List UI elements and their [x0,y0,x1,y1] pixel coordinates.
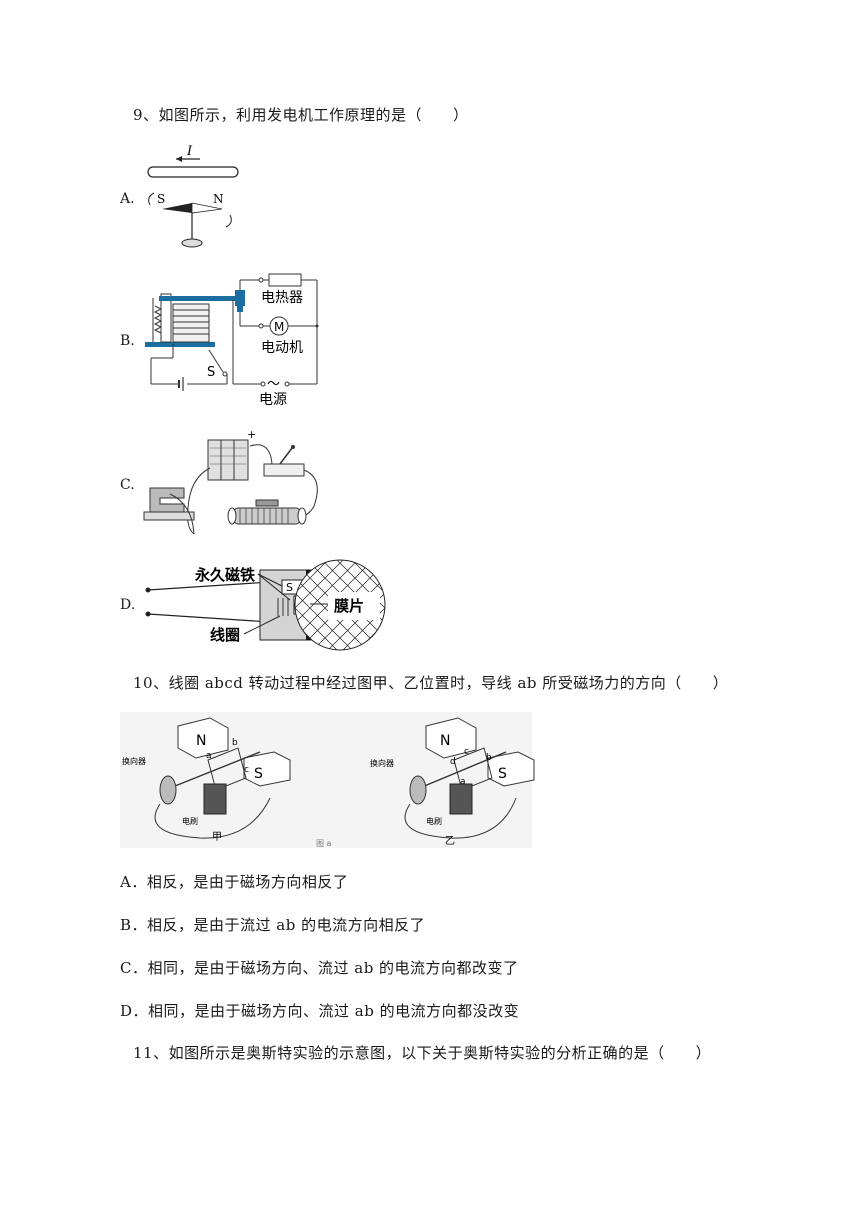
jia-brush-icon [203,783,227,815]
q10-answer-d: D．相同，是由于磁场方向、流过 ab 的电流方向都没改变 [120,1002,520,1020]
rheostat-icon [233,507,301,525]
diaphragm-label: 膜片 [334,597,364,615]
power-source-label: 电源 [259,392,287,408]
yi-caption: 乙 [445,835,455,847]
armature-icon [159,296,239,301]
yi-south-pole-label: S [498,766,507,782]
wire-icon [147,166,239,178]
q10-answer-c: C．相同，是由于磁场方向、流过 ab 的电流方向都改变了 [120,959,519,977]
rotation-arrow-icon [148,192,155,206]
figure-corner-label: 图 a [316,839,332,848]
coil-label: 线圈 [210,626,240,644]
spring-icon [153,305,163,334]
heater-icon [268,273,302,287]
svg-text:d: d [450,757,456,767]
q10-answer-a: A．相反，是由于磁场方向相反了 [120,873,349,891]
battery-pack-icon [207,439,249,481]
jia-north-pole-label: N [196,733,206,749]
motor-label: 电动机 [261,340,303,356]
motor-yi-diagram: N S c d b a 换向器 电刷 乙 [370,717,535,847]
jia-commutator-icon [159,775,177,805]
south-pole-label: S [157,192,165,206]
question-9-text: 9、如图所示，利用发电机工作原理的是（ ） [133,106,469,124]
knife-switch-icon [263,463,305,477]
magnet-s-label: S [286,581,293,594]
jia-south-pole-label: S [254,766,263,782]
coil-icon [277,598,289,616]
yi-north-pole-label: N [440,733,450,749]
u-magnet-icon [149,487,185,515]
svg-text:c: c [464,747,469,757]
jia-brush-label: 电刷 [182,816,198,826]
q9-figure-a: I S N [147,144,239,248]
q10-figure: N S b a c d 换向器 电刷 甲 N S c d b [120,712,535,848]
svg-text:a: a [460,777,466,787]
motor-jia-diagram: N S b a c d 换向器 电刷 甲 [122,717,291,843]
q9-option-b-label: B. [120,333,135,349]
yi-commutator-label: 换向器 [370,758,394,768]
question-11-text: 11、如图所示是奥斯特实验的示意图，以下关于奥斯特实验的分析正确的是（ ） [133,1044,712,1062]
ac-symbol: ～ [267,377,280,392]
q9-figure-d: S N 膜片 永久磁铁 线圈 [145,559,386,651]
jia-commutator-label: 换向器 [122,756,146,766]
current-arrowhead-icon [176,156,182,162]
q9-option-d-label: D. [120,597,136,613]
svg-text:b: b [486,753,492,763]
jia-caption: 甲 [212,832,222,843]
yi-brush-icon [449,783,473,815]
q10-answer-b: B．相反，是由于流过 ab 的电流方向相反了 [120,916,426,934]
q9-figure-b: 电热器 M 电动机 ～ 电源 S [145,273,319,408]
north-pole-label: N [213,192,224,206]
positive-terminal-label: + [247,428,256,441]
current-label: I [186,144,193,159]
q9-figure-c: + [143,428,318,535]
yi-brush-label: 电刷 [426,816,442,826]
relay-base-icon [145,342,215,347]
svg-text:b: b [232,738,238,748]
permanent-magnet-label: 永久磁铁 [194,566,255,584]
question-10-text: 10、线圈 abcd 转动过程中经过图甲、乙位置时，导线 ab 所受磁场力的方向… [133,674,729,692]
jia-axle-icon [159,751,261,793]
motor-symbol: M [274,320,284,334]
yi-commutator-icon [409,775,427,805]
q9-option-a-label: A. [120,191,135,207]
q10-motor-diagram: N S b a c d 换向器 电刷 甲 N S c d b [122,717,535,848]
svg-text:a: a [206,751,212,761]
svg-text:c: c [244,765,249,775]
q9-option-c-label: C. [120,477,135,493]
heater-label: 电热器 [261,290,303,306]
switch-label: S [207,365,215,380]
switch-icon [208,349,224,373]
